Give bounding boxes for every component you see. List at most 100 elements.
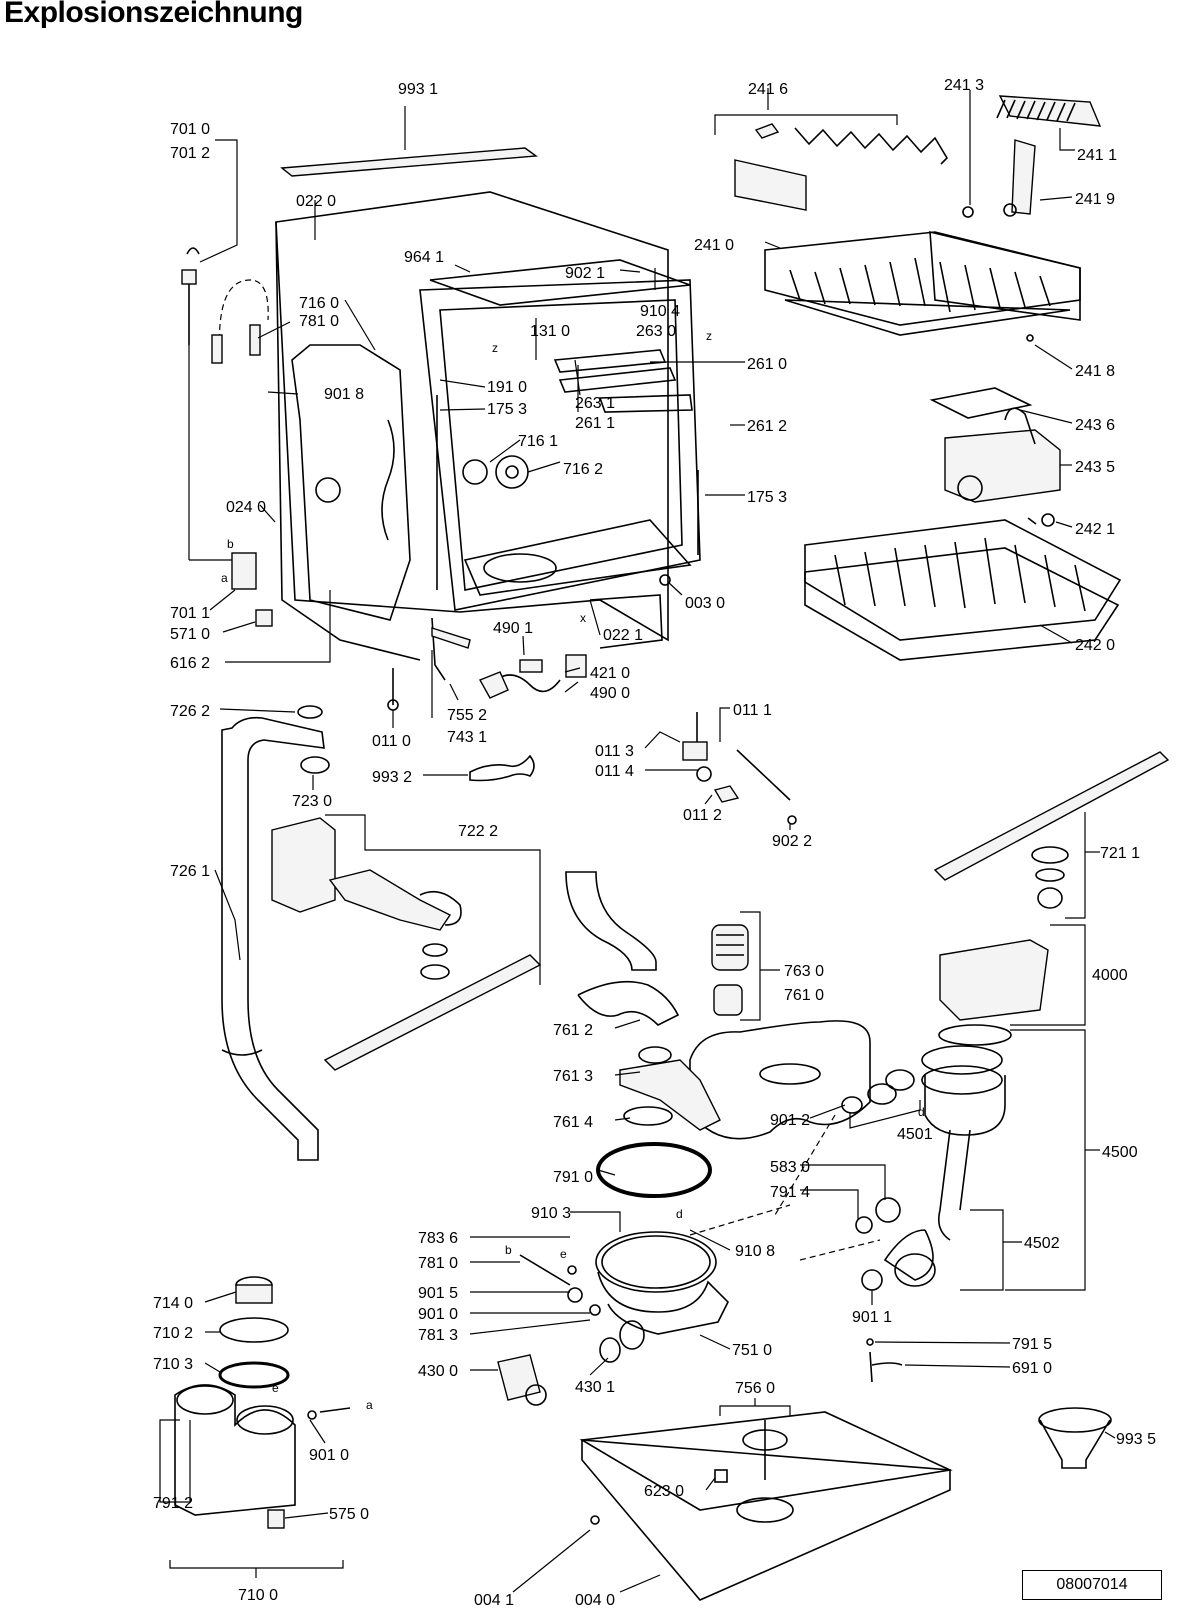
base-plate <box>579 1411 953 1601</box>
marker-a-2: a <box>366 1398 373 1412</box>
label-761-2: 761 2 <box>553 1022 593 1039</box>
label-791-2: 791 2 <box>153 1495 193 1512</box>
label-011-4: 011 4 <box>595 763 634 780</box>
salt-container <box>174 1276 351 1529</box>
label-964-1: 964 1 <box>404 249 444 266</box>
label-022-0: 022 0 <box>296 193 336 210</box>
water-inlet-hoses <box>181 247 273 627</box>
label-716-0: 716 0 <box>299 295 339 312</box>
marker-e-2: e <box>272 1381 279 1395</box>
label-243-6: 243 6 <box>1075 417 1115 434</box>
label-261-0: 261 0 <box>747 356 787 373</box>
label-4000: 4000 <box>1092 967 1128 984</box>
label-701-2: 701 2 <box>170 145 210 162</box>
label-901-0-b: 901 0 <box>309 1447 349 1464</box>
label-616-2: 616 2 <box>170 655 210 672</box>
label-910-3: 910 3 <box>531 1205 571 1222</box>
label-571-0: 571 0 <box>170 626 210 643</box>
label-175-3-a: 175 3 <box>487 401 527 418</box>
page-title: Explosionszeichnung <box>4 0 303 29</box>
upper-basket <box>734 95 1102 342</box>
label-701-0: 701 0 <box>170 121 210 138</box>
label-241-1: 241 1 <box>1077 147 1117 164</box>
label-761-0: 761 0 <box>784 987 824 1004</box>
label-011-2: 011 2 <box>683 807 722 824</box>
label-701-1: 701 1 <box>170 605 210 622</box>
label-575-0: 575 0 <box>329 1506 369 1523</box>
label-490-0: 490 0 <box>590 685 630 702</box>
heater-sensor <box>866 1338 903 1383</box>
label-756-0: 756 0 <box>735 1380 775 1397</box>
label-726-1: 726 1 <box>170 863 210 880</box>
drain-assembly <box>841 939 1049 1291</box>
cabinet-tub <box>275 147 701 661</box>
label-902-1: 902 1 <box>565 265 605 282</box>
label-714-0: 714 0 <box>153 1295 193 1312</box>
label-261-2: 261 2 <box>747 418 787 435</box>
label-003-0: 003 0 <box>685 595 725 612</box>
label-024-0: 024 0 <box>226 499 266 516</box>
label-783-6: 783 6 <box>418 1230 458 1247</box>
label-910-8: 910 8 <box>735 1243 775 1260</box>
marker-a-1: a <box>221 571 228 585</box>
label-721-1: 721 1 <box>1100 845 1140 862</box>
part-labels: 993 1 701 0 701 2 022 0 964 1 902 1 910 … <box>153 77 1156 1609</box>
cutlery-basket <box>929 387 1061 503</box>
label-910-4: 910 4 <box>640 303 680 320</box>
label-722-2: 722 2 <box>458 823 498 840</box>
label-011-0: 011 0 <box>372 733 411 750</box>
label-004-1: 004 1 <box>474 1592 514 1609</box>
marker-z-1: z <box>492 341 498 355</box>
marker-e-1: e <box>560 1247 567 1261</box>
label-993-2: 993 2 <box>372 769 412 786</box>
label-175-3-b: 175 3 <box>747 489 787 506</box>
lower-basket <box>804 513 1122 661</box>
label-241-6: 241 6 <box>748 81 788 98</box>
label-011-1: 011 1 <box>733 702 772 719</box>
label-241-3: 241 3 <box>944 77 984 94</box>
label-583-0: 583 0 <box>770 1159 810 1176</box>
label-4501: 4501 <box>897 1126 933 1143</box>
upper-spray-arm <box>933 751 1170 909</box>
label-716-2: 716 2 <box>563 461 603 478</box>
label-263-1: 263 1 <box>575 395 615 412</box>
marker-b-2: b <box>505 1243 512 1257</box>
label-623-0: 623 0 <box>644 1483 684 1500</box>
label-242-1: 242 1 <box>1075 521 1115 538</box>
label-781-3: 781 3 <box>418 1327 458 1344</box>
label-261-1: 261 1 <box>575 415 615 432</box>
label-263-0: 263 0 <box>636 323 676 340</box>
label-691-0: 691 0 <box>1012 1360 1052 1377</box>
marker-z-2: z <box>706 329 712 343</box>
label-902-2: 902 2 <box>772 833 812 850</box>
label-011-3: 011 3 <box>595 743 634 760</box>
label-761-4: 761 4 <box>553 1114 593 1131</box>
label-723-0: 723 0 <box>292 793 332 810</box>
label-490-1: 490 1 <box>493 620 533 637</box>
label-726-2: 726 2 <box>170 703 210 720</box>
label-993-1: 993 1 <box>398 81 438 98</box>
label-755-2: 755 2 <box>447 707 487 724</box>
leader-lines <box>159 88 1116 1593</box>
label-743-1: 743 1 <box>447 729 487 746</box>
label-430-0: 430 0 <box>418 1363 458 1380</box>
label-4502: 4502 <box>1024 1235 1060 1252</box>
label-901-8: 901 8 <box>324 386 364 403</box>
label-791-4: 791 4 <box>770 1184 810 1201</box>
marker-x-1: x <box>580 611 586 625</box>
label-781-0-b: 781 0 <box>418 1255 458 1272</box>
document-number: 08007014 <box>1022 1570 1162 1600</box>
label-751-0: 751 0 <box>732 1342 772 1359</box>
label-022-1: 022 1 <box>603 627 643 644</box>
label-242-0: 242 0 <box>1075 637 1115 654</box>
label-004-0: 004 0 <box>575 1592 615 1609</box>
label-716-1: 716 1 <box>518 433 558 450</box>
marker-d-1: d <box>918 1105 925 1119</box>
label-901-2: 901 2 <box>770 1112 810 1129</box>
label-901-0: 901 0 <box>418 1306 458 1323</box>
label-710-2: 710 2 <box>153 1325 193 1342</box>
label-131-0: 131 0 <box>530 323 570 340</box>
marker-d-2: d <box>676 1207 683 1221</box>
label-241-0: 241 0 <box>694 237 734 254</box>
